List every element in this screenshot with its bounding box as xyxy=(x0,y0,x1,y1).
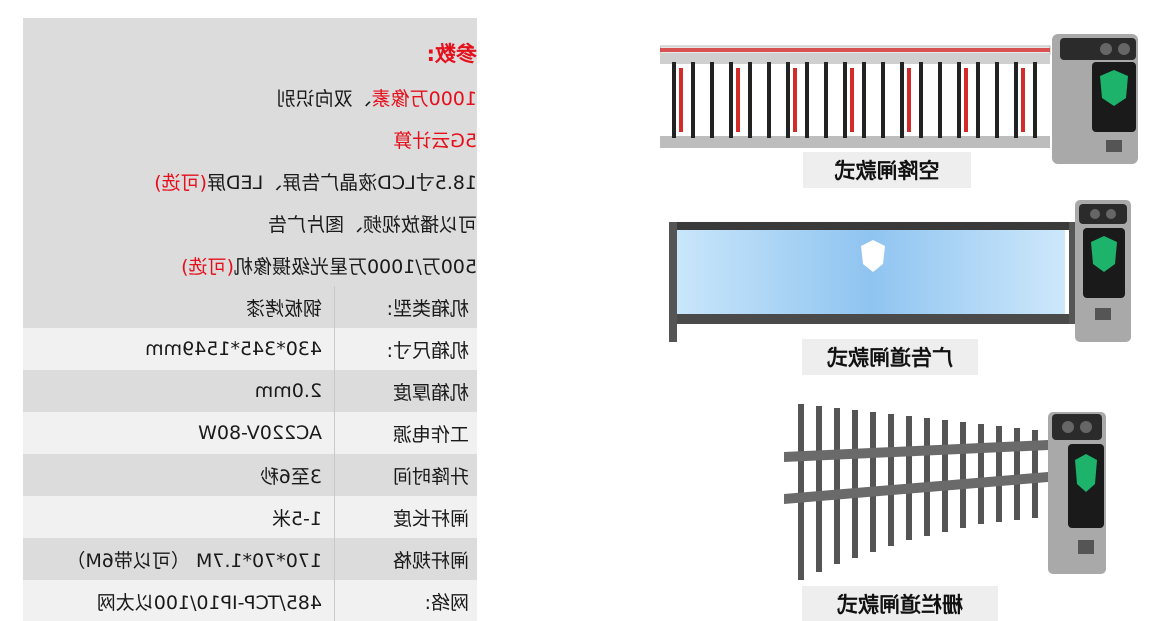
param-text: 500万/1000万星光级摄像机 xyxy=(233,256,477,278)
param-text: 18.5寸LCD液晶广告屏、LED屏 xyxy=(206,172,477,194)
params-block: 参数: 1000万像素、双向识别 5G云计算 18.5寸LCD液晶广告屏、LED… xyxy=(23,18,477,286)
table-row: 机箱厚度 2.0mm xyxy=(23,370,477,412)
spec-value: 3至6秒 xyxy=(259,465,322,488)
table-row: 闸杆长度 1-5米 xyxy=(23,496,477,538)
product-caption: 广告道闸款式 xyxy=(802,339,978,375)
ad-barrier-illustration xyxy=(669,200,1131,342)
spec-value: 430*345*1549mm xyxy=(145,338,322,360)
param-line: 5G云计算 xyxy=(37,126,477,153)
spec-label: 工作电源 xyxy=(334,412,477,454)
table-row: 升降时间 3至6秒 xyxy=(23,454,477,496)
product-caption: 栅栏道闸款式 xyxy=(802,586,998,621)
table-row: 机箱尺寸: 430*345*1549mm xyxy=(23,328,477,370)
spec-value: AC220V-80W xyxy=(198,422,322,444)
param-text: 可以播放视频、图片广告 xyxy=(267,214,477,236)
param-line: 可以播放视频、图片广告 xyxy=(37,210,477,237)
param-text: 5G云计算 xyxy=(393,130,477,152)
param-text: (可选) xyxy=(154,172,207,194)
param-text: (可选) xyxy=(181,256,234,278)
spec-value: 钢板烤漆 xyxy=(245,297,322,320)
table-row: 闸杆规格 170*70*1.7M （可以带6M） xyxy=(23,538,477,580)
spec-value: 485/TCP-IP10/100以太网 xyxy=(96,591,322,614)
spec-label: 机箱类型: xyxy=(334,286,477,328)
grille-barrier-illustration xyxy=(784,404,1106,580)
product-grille-barrier: 栅栏道闸款式 xyxy=(780,400,1110,621)
fence-barrier-illustration xyxy=(659,34,1138,164)
table-row: 网络: 485/TCP-IP10/100以太网 xyxy=(23,580,477,621)
spec-value: 1-5米 xyxy=(271,507,322,530)
param-text: 1000万像素 xyxy=(371,88,477,110)
param-line: 1000万像素、双向识别 xyxy=(37,84,477,111)
spec-label: 闸杆规格 xyxy=(334,538,477,580)
param-text: 、双向识别 xyxy=(276,88,372,110)
spec-label: 闸杆长度 xyxy=(334,496,477,538)
spec-label: 网络: xyxy=(334,580,477,621)
param-line: 500万/1000万星光级摄像机(可选) xyxy=(37,252,477,279)
param-line: 18.5寸LCD液晶广告屏、LED屏(可选) xyxy=(37,168,477,195)
spec-panel: 参数: 1000万像素、双向识别 5G云计算 18.5寸LCD液晶广告屏、LED… xyxy=(23,18,477,621)
product-caption: 空降闸款式 xyxy=(803,152,971,188)
spec-label: 机箱厚度 xyxy=(334,370,477,412)
params-title: 参数: xyxy=(426,42,477,66)
spec-value: 170*70*1.7M （可以带6M） xyxy=(66,549,322,572)
table-row: 工作电源 AC220V-80W xyxy=(23,412,477,454)
table-row: 机箱类型: 钢板烤漆 xyxy=(23,286,477,328)
spec-value: 2.0mm xyxy=(254,380,322,402)
spec-label: 机箱尺寸: xyxy=(334,328,477,370)
spec-label: 升降时间 xyxy=(334,454,477,496)
product-fence-barrier: 空降闸款式 xyxy=(659,32,1142,188)
product-ad-barrier: 广告道闸款式 xyxy=(665,198,1135,375)
